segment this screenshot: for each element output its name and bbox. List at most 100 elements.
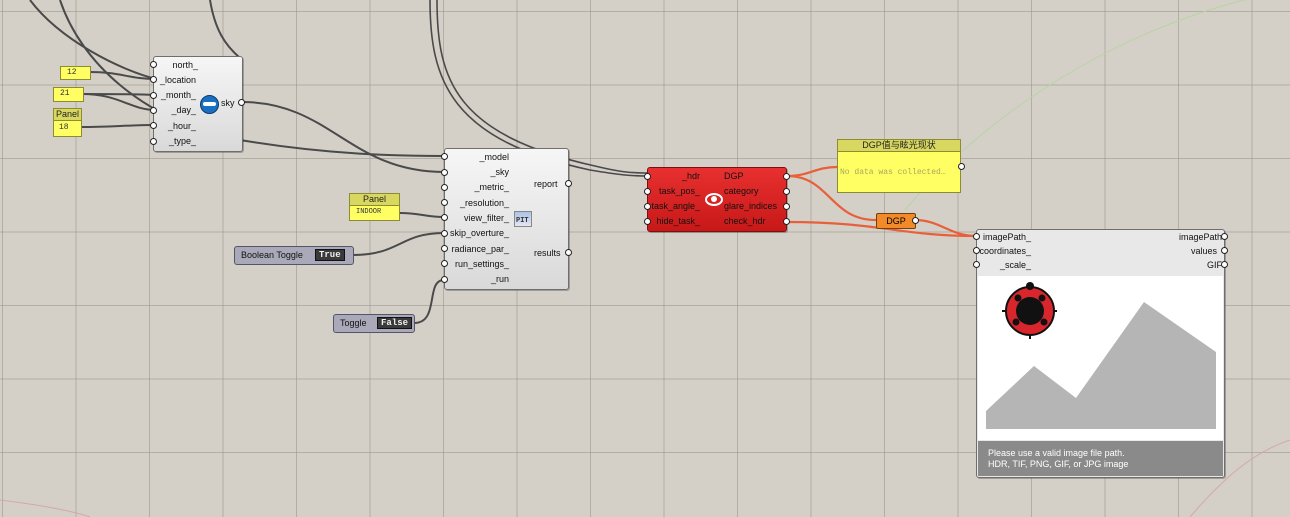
port-hide-task[interactable] [644,218,651,225]
input-image-path[interactable]: imagePath_ [982,232,1031,242]
wire [429,0,649,177]
toggle-value[interactable]: False [377,317,413,329]
number-panel-18[interactable]: Panel 18 [53,108,82,137]
toggle-value[interactable]: True [315,249,345,261]
wire-selected [914,218,977,238]
input-day[interactable]: _day_ [171,105,196,115]
input-run[interactable]: _run [490,274,509,284]
input-sky[interactable]: _sky [490,167,509,177]
port-location[interactable] [150,76,157,83]
eye-icon [705,193,723,206]
port-image-path-in[interactable] [973,233,980,240]
wire [59,0,445,157]
port-sky-out[interactable] [238,99,245,106]
indoor-panel[interactable]: Panel INDOOR [349,193,400,221]
panel-message: No data was collected… [840,168,946,177]
input-run-settings[interactable]: run_settings_ [454,259,509,269]
output-image-path[interactable]: imagePath [1179,232,1223,242]
port-model[interactable] [441,153,448,160]
input-type[interactable]: _type_ [168,136,196,146]
input-skip-overture[interactable]: skip_overture_ [449,228,509,238]
input-task-pos[interactable]: task_pos_ [658,186,700,196]
output-dgp[interactable]: DGP [724,171,744,181]
input-hide-task[interactable]: hide_task_ [656,216,700,226]
port-gif-out[interactable] [1221,261,1228,268]
message-line-2: HDR, TIF, PNG, GIF, or JPG image [988,459,1129,469]
sky-component[interactable]: north_ _location _month_ _day_ _hour_ _t… [153,56,243,152]
pit-icon-text: PIT [516,217,529,225]
dgp-relay[interactable]: DGP [876,213,916,229]
port-run[interactable] [441,276,448,283]
number-panel-21[interactable]: 21 [53,87,84,102]
port-results-out[interactable] [565,249,572,256]
port-day[interactable] [150,107,157,114]
output-sky[interactable]: sky [221,98,235,108]
placeholder-image [986,282,1216,429]
guide-curve [0,499,91,517]
port-category-out[interactable] [783,188,790,195]
port-run-settings[interactable] [441,260,448,267]
output-glare-indices[interactable]: glare_indices [724,201,778,211]
image-viewer-component[interactable]: imagePath_ coordinates_ _scale_ imagePat… [976,229,1225,478]
port-dgp-relay-out[interactable] [912,217,919,224]
input-view-filter[interactable]: view_filter_ [463,213,509,223]
output-gif[interactable]: GIF [1207,260,1222,270]
boolean-toggle[interactable]: Boolean Toggle True [234,246,354,265]
input-resolution[interactable]: _resolution_ [459,198,509,208]
port-north[interactable] [150,61,157,68]
output-report[interactable]: report [534,179,558,189]
port-check-hdr-out[interactable] [783,218,790,225]
output-results[interactable]: results [534,248,561,258]
toggle-label: Toggle [340,318,367,328]
input-model[interactable]: _model [479,152,509,162]
port-image-path-out[interactable] [1221,233,1228,240]
output-category[interactable]: category [724,186,759,196]
input-hdr[interactable]: _hdr [681,171,700,181]
port-hour[interactable] [150,122,157,129]
relay-label: DGP [886,216,906,226]
panel-value: INDOOR [356,208,382,216]
port-radiance-par[interactable] [441,245,448,252]
number-panel-12[interactable]: 12 [60,66,91,80]
sky-icon [200,95,219,114]
input-hour[interactable]: _hour_ [167,121,196,131]
port-sky-in[interactable] [441,169,448,176]
output-values[interactable]: values [1191,246,1218,256]
port-metric[interactable] [441,184,448,191]
glare-postprocess-component[interactable]: _hdr task_pos_ task_angle_ hide_task_ DG… [647,167,787,232]
panel-title: Panel [54,109,81,121]
port-dgp-out[interactable] [783,173,790,180]
port-task-pos[interactable] [644,188,651,195]
wire [399,212,445,218]
port-month[interactable] [150,92,157,99]
port-scale-in[interactable] [973,261,980,268]
port-resolution[interactable] [441,199,448,206]
mountain-shape [986,302,1216,429]
port-glare-indices-out[interactable] [783,203,790,210]
input-radiance-par[interactable]: radiance_par_ [451,244,509,254]
port-skip-overture[interactable] [441,230,448,237]
dgp-panel[interactable]: DGP值与眩光现状 No data was collected… [837,139,961,193]
port-dgp-panel-out[interactable] [958,163,965,170]
input-north[interactable]: north_ [172,60,198,70]
wire [209,0,241,59]
port-report-out[interactable] [565,180,572,187]
output-check-hdr[interactable]: check_hdr [724,216,766,226]
port-task-angle[interactable] [644,203,651,210]
input-month[interactable]: _month_ [160,90,196,100]
port-view-filter[interactable] [441,214,448,221]
port-values-out[interactable] [1221,247,1228,254]
input-metric[interactable]: _metric_ [474,182,509,192]
point-in-time-component[interactable]: _model _sky _metric_ _resolution_ view_f… [444,148,569,290]
wire [29,0,157,80]
image-message-bar: Please use a valid image file path. HDR,… [978,441,1223,476]
input-task-angle[interactable]: task_angle_ [651,201,700,211]
input-location[interactable]: _location [159,75,196,85]
port-coordinates-in[interactable] [973,247,980,254]
port-hdr[interactable] [644,173,651,180]
wire-selected [786,165,838,178]
input-scale[interactable]: _scale_ [999,260,1031,270]
port-type[interactable] [150,138,157,145]
input-coordinates[interactable]: coordinates_ [979,246,1031,256]
toggle[interactable]: Toggle False [333,314,415,333]
